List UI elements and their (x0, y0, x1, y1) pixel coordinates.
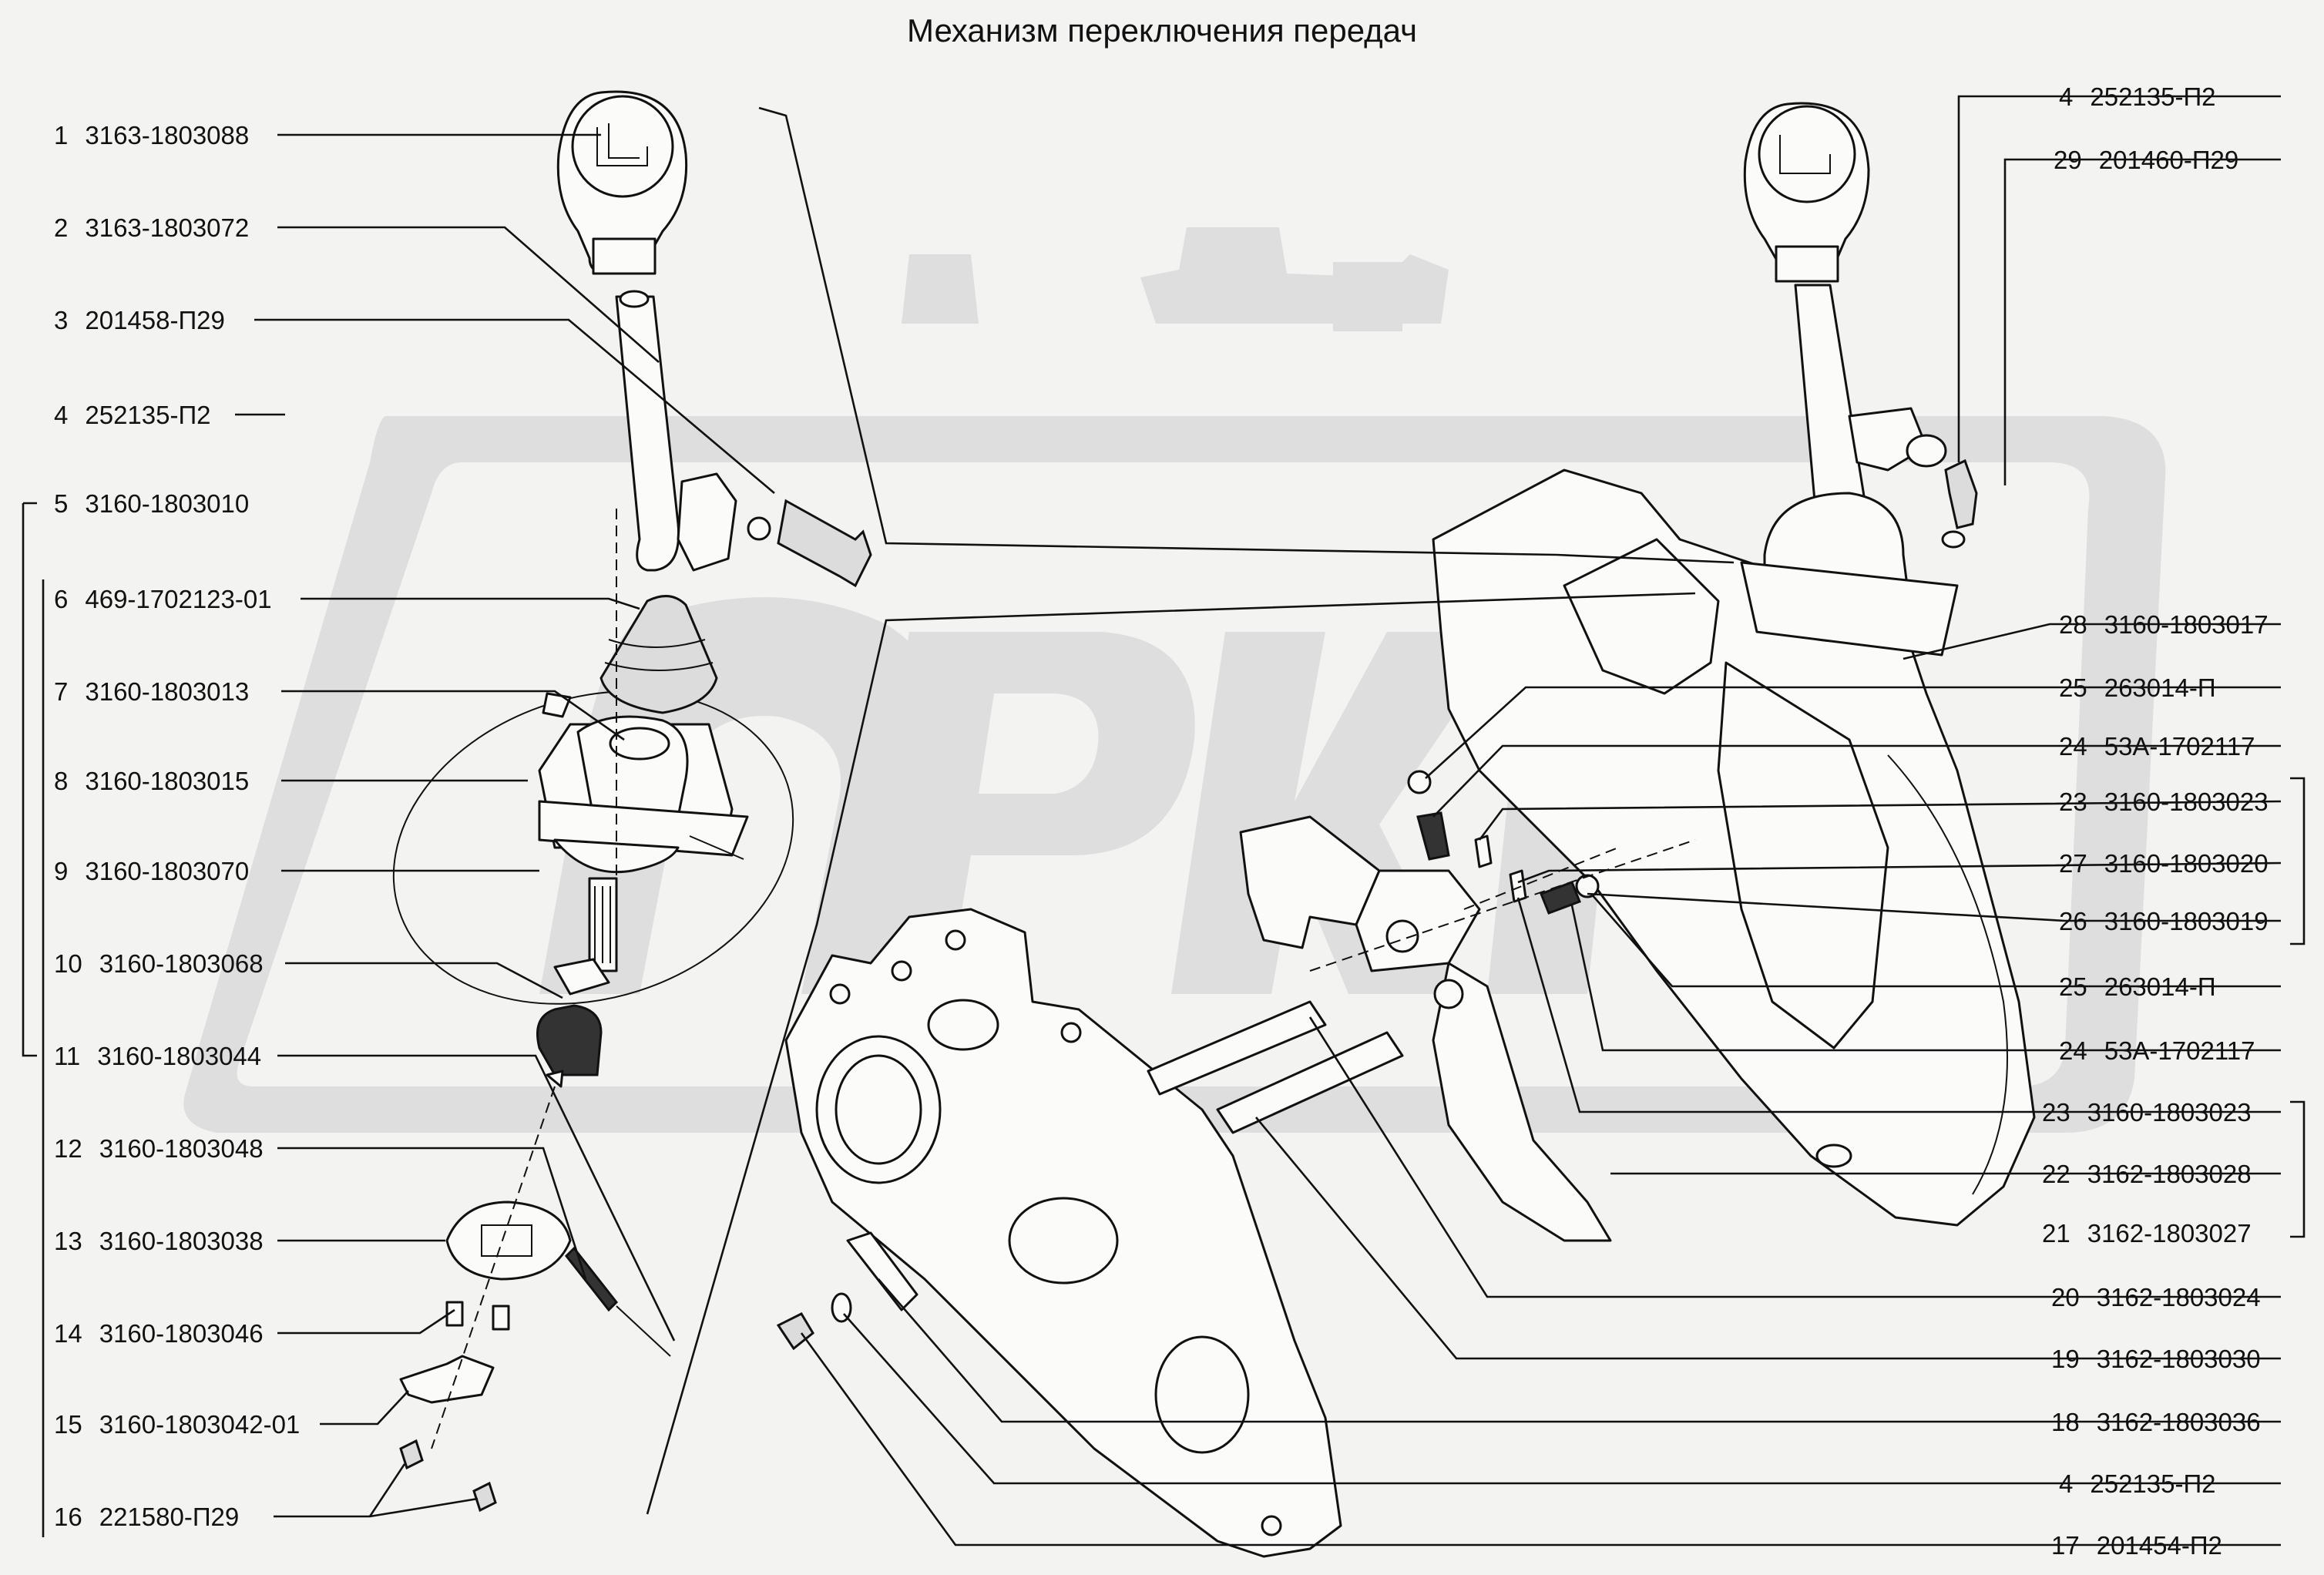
right-housing-assembly (1239, 102, 2036, 1242)
left-lever-assembly (392, 90, 872, 1513)
leader-lines (22, 95, 2306, 1546)
gearbox-cover-plate (776, 908, 1404, 1558)
diagram-title: Механизм переключения передач (906, 12, 1417, 49)
